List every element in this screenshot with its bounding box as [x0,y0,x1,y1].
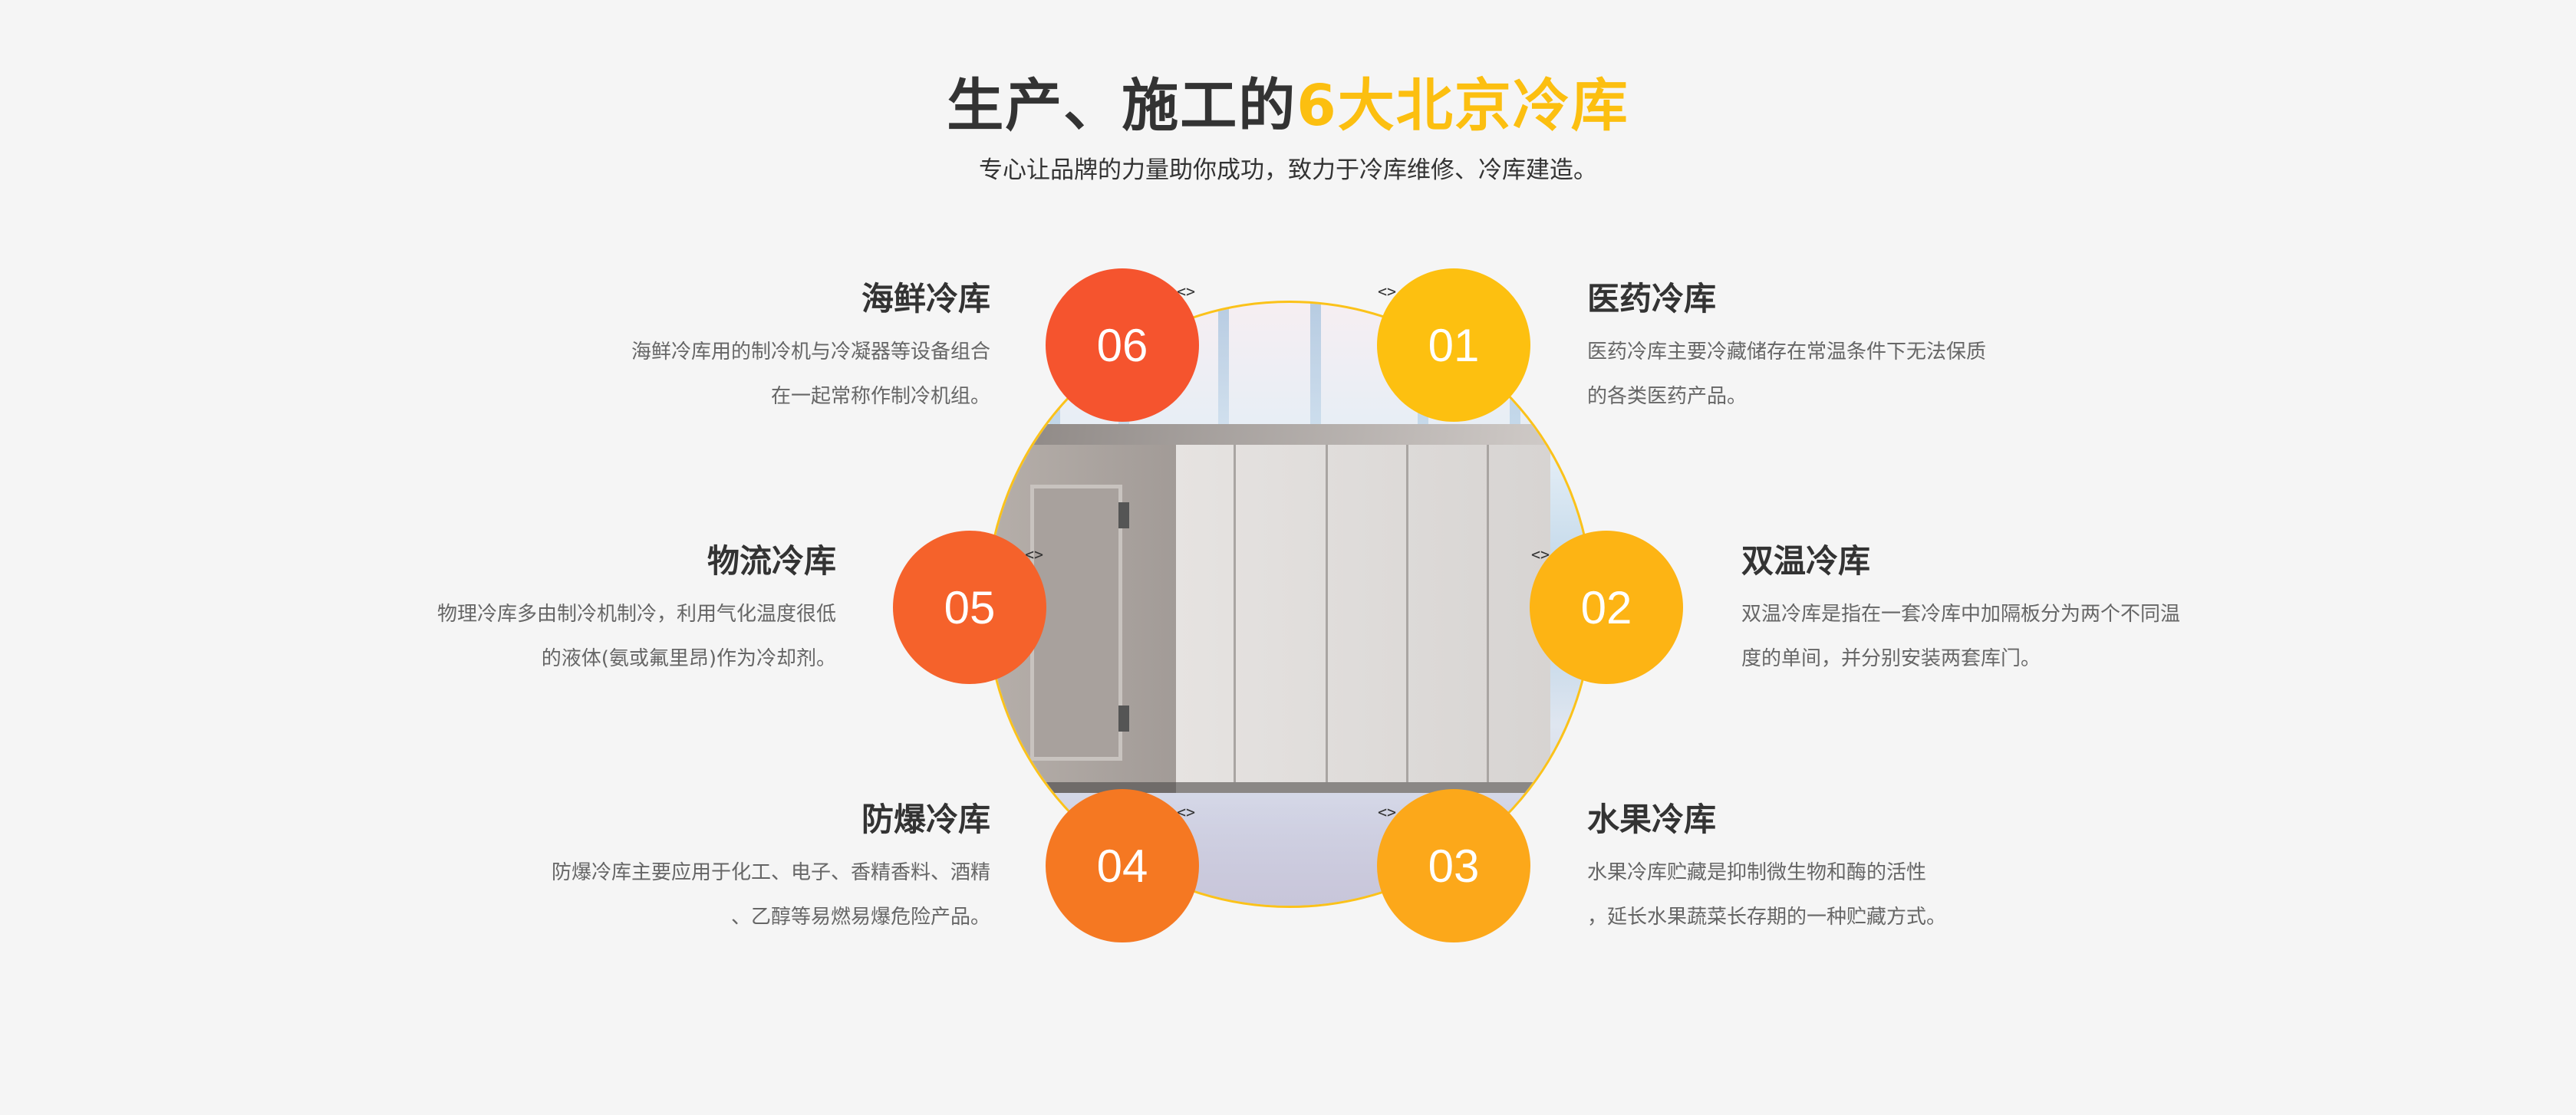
item-explosion-proof: 防爆冷库 防爆冷库主要应用于化工、电子、香精香料、酒精、乙醇等易燃易爆危险产品。 [453,797,990,939]
item-desc-line: 医药冷库主要冷藏储存在常温条件下无法保质 [1587,340,1987,363]
badge-04: 04 [1046,789,1199,942]
page-title: 生产、施工的6大北京冷库 [0,60,2576,142]
badge-02: 02 [1530,531,1683,684]
item-medical: 医药冷库 医药冷库主要冷藏储存在常温条件下无法保质的各类医药产品。 [1587,276,2124,419]
badge-01: 01 [1377,268,1530,422]
item-desc-line: 物理冷库多由制冷机制冷，利用气化温度很低 [436,603,836,626]
item-desc-line: 度的单间，并分别安装两套库门。 [1741,647,2041,670]
item-desc-line: 双温冷库是指在一套冷库中加隔板分为两个不同温 [1741,603,2181,626]
badge-06: 06 [1046,268,1199,422]
item-desc-line: 防爆冷库主要应用于化工、电子、香精香料、酒精 [551,861,990,884]
item-logistics: 物流冷库 物理冷库多由制冷机制冷，利用气化温度很低的液体(氨或氟里昂)作为冷却剂… [299,538,836,681]
item-title: 医药冷库 [1587,280,1717,317]
item-title: 防爆冷库 [861,801,990,838]
item-desc-line: 在一起常称作制冷机组。 [770,385,990,408]
item-title: 水果冷库 [1587,801,1717,838]
badge-05: 05 [893,531,1046,684]
item-desc-line: 海鲜冷库用的制冷机与冷凝器等设备组合 [631,340,990,363]
title-highlight: 6大北京冷库 [1296,73,1629,139]
item-seafood: 海鲜冷库 海鲜冷库用的制冷机与冷凝器等设备组合在一起常称作制冷机组。 [453,276,990,419]
item-title: 双温冷库 [1741,542,1871,580]
item-desc-line: 的液体(氨或氟里昂)作为冷却剂。 [541,647,836,670]
page-subtitle: 专心让品牌的力量助你成功，致力于冷库维修、冷库建造。 [979,156,1597,184]
badge-03: 03 [1377,789,1530,942]
item-desc-line: 的各类医药产品。 [1587,385,1748,408]
item-desc-line: ，延长水果蔬菜长存期的一种贮藏方式。 [1587,906,1947,929]
item-desc-line: 水果冷库贮藏是抑制微生物和酶的活性 [1587,861,1927,884]
item-desc-line: 、乙醇等易燃易爆危险产品。 [730,906,990,929]
item-title: 海鲜冷库 [861,280,990,317]
title-dark: 生产、施工的 [947,73,1297,139]
item-fruit: 水果冷库 水果冷库贮藏是抑制微生物和酶的活性 ，延长水果蔬菜长存期的一种贮藏方式。 [1587,797,2124,939]
item-title: 物流冷库 [707,542,836,580]
item-dual-temp: 双温冷库 双温冷库是指在一套冷库中加隔板分为两个不同温度的单间，并分别安装两套库… [1741,538,2324,681]
